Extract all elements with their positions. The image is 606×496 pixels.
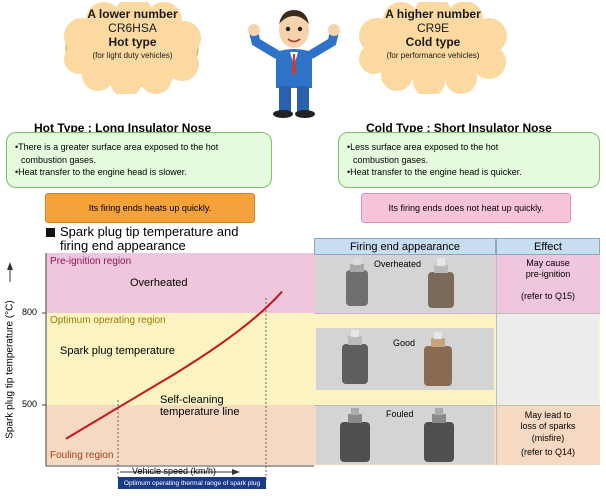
cartoon-man-icon: [248, 10, 340, 118]
plug-fouled-right-icon: [424, 408, 454, 462]
plug-fouled-left-icon: [340, 408, 370, 462]
cold-cloud-usage: (for performance vehicles): [386, 51, 480, 61]
hot-result-pill: Its firing ends heats up quickly.: [45, 193, 255, 223]
effect-fouled-line2: loss of sparks: [520, 421, 576, 432]
y-tick-500: 500: [22, 399, 38, 409]
y-tick-800: 800: [22, 307, 38, 317]
cold-cloud-shape: [359, 2, 507, 94]
hot-cloud-line1: A lower number: [87, 7, 178, 21]
cold-point-2: •Heat transfer to the engine head is qui…: [347, 167, 522, 178]
hot-point-2: •Heat transfer to the engine head is slo…: [15, 167, 187, 178]
x-axis-label: Vehicle speed (km/h): [132, 466, 217, 476]
hot-cloud-text: A lower number CR6HSA Hot type (for ligh…: [60, 7, 205, 61]
plug-good-left-icon: [342, 330, 368, 384]
cold-result-pill: Its firing ends does not heat up quickly…: [361, 193, 571, 223]
effect-good-cell: [497, 314, 599, 404]
effect-overheated: May cause pre-ignition (refer to Q15): [497, 258, 599, 302]
plug-good-right-icon: [424, 332, 452, 386]
fouling-region: [46, 405, 314, 465]
pre-ignition-label: Pre-ignition region: [50, 256, 132, 267]
cold-cloud-line1: A higher number: [385, 7, 481, 21]
overheated-photo: [316, 256, 494, 312]
hot-cloud-usage: (for light duty vehicles): [92, 51, 173, 61]
cold-cloud-type: Cold type: [405, 34, 461, 49]
effect-header: Effect: [496, 238, 600, 255]
plug-overheated-right-icon: [428, 258, 454, 308]
col-divider: [496, 255, 497, 465]
hot-cloud-shape: [64, 2, 201, 94]
label-overheated: Overheated: [374, 259, 422, 269]
hot-point-1b: combustion gases.: [21, 154, 97, 165]
cold-point-1b: combustion gases.: [353, 154, 429, 165]
section-title-line1: Spark plug tip temperature and: [60, 224, 239, 239]
firing-end-header: Firing end appearance: [314, 238, 496, 255]
selfclean-annotation-1: Self-cleaning: [160, 394, 224, 406]
hot-cloud-model: CR6HSA: [108, 20, 157, 35]
effect-fouled-line1: May lead to: [524, 410, 572, 420]
overheated-annotation: Overheated: [130, 277, 188, 289]
cold-cloud-model: CR9E: [416, 20, 449, 35]
y-axis-label: Spark plug tip temperature (°C): [4, 300, 16, 439]
cold-type-heading: Cold Type : Short Insulator Nose: [366, 121, 552, 135]
temperature-line-annotation: Spark plug temperature: [60, 345, 175, 357]
effect-overheated-line3: [497, 281, 599, 291]
row-divider-1: [314, 313, 600, 314]
plug-overheated-left-icon: [346, 258, 368, 306]
cold-type-description: •Less surface area exposed to the hot co…: [338, 132, 600, 188]
hot-type-heading: Hot Type : Long Insulator Nose: [34, 121, 212, 135]
spark-plug-temperature-line: [65, 290, 283, 440]
section-bullet-icon: [46, 228, 55, 237]
selfclean-annotation-2: temperature line: [160, 406, 240, 418]
pre-ignition-region: [46, 253, 314, 313]
x-axis-arrow-icon: [232, 469, 240, 475]
hot-point-1: •There is a greater surface area exposed…: [15, 142, 219, 152]
spark-plug-icons: [340, 258, 454, 462]
cold-point-1: •Less surface area exposed to the hot: [347, 142, 499, 152]
effect-overheated-line4: (refer to Q15): [520, 290, 576, 301]
section-title-line2: firing end appearance: [60, 238, 186, 253]
hot-cloud-type: Hot type: [108, 34, 157, 49]
effect-fouled-line4: (refer to Q14): [520, 446, 576, 457]
optimum-label: Optimum operating region: [50, 315, 166, 326]
label-good: Good: [393, 338, 416, 348]
optimum-region: [46, 313, 314, 405]
fouling-label: Fouling region: [50, 450, 114, 461]
cold-cloud-text: A higher number CR9E Cold type (for perf…: [353, 7, 513, 61]
label-fouled: Fouled: [386, 409, 414, 419]
effect-fouled: May lead to loss of sparks (misfire) (re…: [497, 410, 599, 458]
hot-type-description: •There is a greater surface area exposed…: [6, 132, 272, 188]
x-band-label: Optimum operating thermal range of spark…: [118, 477, 266, 489]
y-axis-arrow-icon: [7, 262, 13, 270]
effect-overheated-line1: May cause: [526, 258, 570, 268]
effect-fouled-line3: (misfire): [531, 432, 565, 443]
effect-overheated-line2: pre-ignition: [525, 269, 571, 280]
row-divider-2: [314, 405, 600, 406]
